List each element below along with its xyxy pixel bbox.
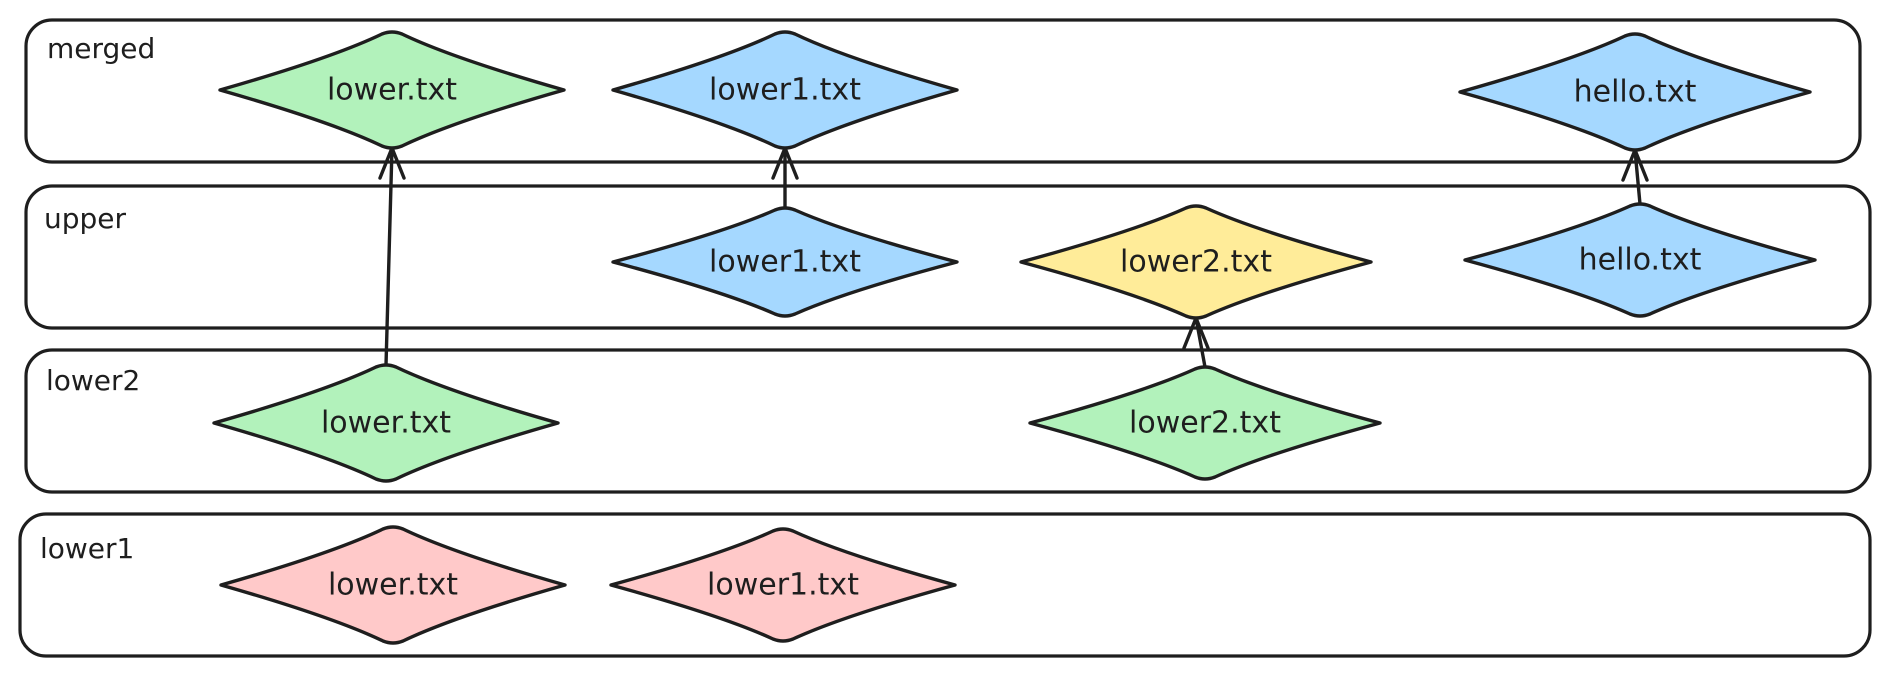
node-diamond-shape: [219, 525, 567, 645]
node-label: lower.txt: [328, 568, 458, 603]
node-merged-hello: hello.txt: [1458, 32, 1812, 152]
node-merged-lower1: lower1.txt: [611, 30, 959, 150]
node-upper-hello: hello.txt: [1463, 202, 1817, 318]
node-upper-lower1: lower1.txt: [611, 206, 959, 318]
node-diamond-shape: [1458, 32, 1812, 152]
node-label: lower1.txt: [707, 568, 859, 603]
node-merged-lower: lower.txt: [218, 30, 566, 150]
node-diamond-shape: [1028, 365, 1382, 481]
node-lower2-lower2: lower2.txt: [1028, 365, 1382, 481]
node-diamond-shape: [609, 527, 957, 643]
node-lower1-lower1: lower1.txt: [609, 527, 957, 643]
node-diamond-shape: [611, 206, 959, 318]
node-lower2-lower: lower.txt: [212, 363, 560, 483]
node-lower1-lower: lower.txt: [219, 525, 567, 645]
layer-label-upper: upper: [44, 202, 127, 235]
node-label: lower1.txt: [709, 73, 861, 108]
node-diamond-shape: [1019, 204, 1373, 320]
node-label: lower2.txt: [1129, 406, 1281, 441]
nodes: lower.txt lower1.txt hello.txt lower1.txt lo…: [212, 30, 1817, 645]
node-diamond-shape: [218, 30, 566, 150]
node-diamond-shape: [212, 363, 560, 483]
layer-label-merged: merged: [47, 32, 155, 65]
node-label: hello.txt: [1574, 75, 1697, 110]
layer-box-lower2: [24, 348, 1872, 494]
node-label: lower.txt: [327, 73, 457, 108]
node-label: hello.txt: [1579, 243, 1702, 278]
node-upper-lower2: lower2.txt: [1019, 204, 1373, 320]
node-label: lower1.txt: [709, 245, 861, 280]
layer-label-lower2: lower2: [46, 364, 140, 397]
edge-line: [1633, 148, 1642, 206]
layer-label-lower1: lower1: [40, 532, 134, 565]
edge-line: [384, 146, 394, 367]
layer-box-upper: [24, 184, 1872, 330]
node-label: lower.txt: [321, 406, 451, 441]
node-label: lower2.txt: [1120, 245, 1272, 280]
node-diamond-shape: [611, 30, 959, 150]
node-diamond-shape: [1463, 202, 1817, 318]
